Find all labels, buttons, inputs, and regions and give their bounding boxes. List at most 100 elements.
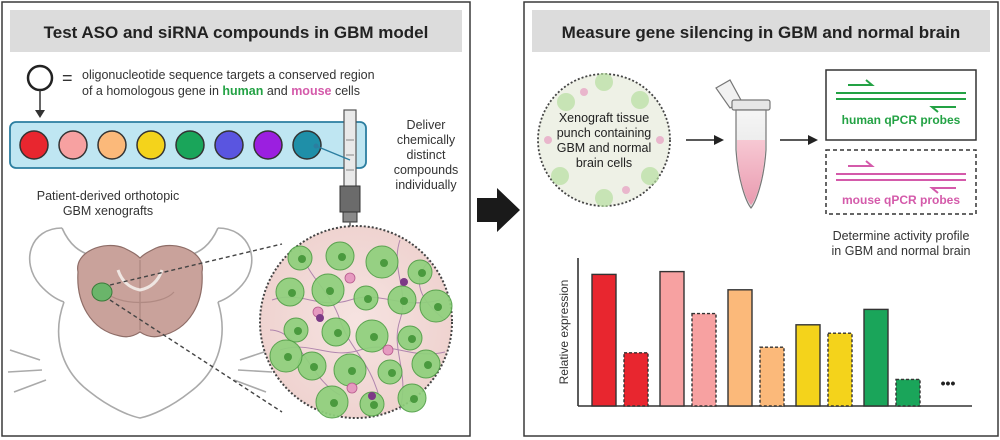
tumor-cell-nucleus [298,255,306,263]
magnified-tissue [259,225,453,419]
neuron-icon [368,392,376,400]
tumor-cell-nucleus [326,287,334,295]
mouse-cell-icon [382,344,394,356]
punch-tumor-cell-icon [557,93,575,111]
legend-line-2: of a homologous gene in human and mouse … [82,84,360,98]
compound-2-icon [58,130,88,160]
chart-bar-8 [827,332,853,407]
deliver-text: Deliver chemically distinct compounds in… [394,118,459,192]
tumor-cell-nucleus [330,399,338,407]
tumor-cell-nucleus [418,269,426,277]
tumor-cell-nucleus [400,297,408,305]
svg-text:distinct: distinct [407,148,446,162]
human-probe-box [825,69,977,141]
right-panel-title: Measure gene silencing in GBM and normal… [562,23,961,42]
tumor-cell-nucleus [294,327,302,335]
tumor-cell-nucleus [370,401,378,409]
tumor-cell-nucleus [334,329,342,337]
punch-tumor-cell-icon [551,167,569,185]
zoom-line-bottom [109,299,283,413]
tissue-punch-border [537,73,671,207]
svg-text:Xenograft tissue: Xenograft tissue [559,111,649,125]
human-reverse-primer-icon [929,106,956,113]
arrow-to-probes-icon [808,135,818,145]
tumor-cell-nucleus [288,289,296,297]
human-forward-primer-icon [848,79,875,86]
chart-bar-7 [795,324,821,407]
left-panel-title: Test ASO and siRNA compounds in GBM mode… [44,23,429,42]
neuron-icon [400,278,408,286]
svg-text:brain cells: brain cells [576,156,632,170]
tumor-cell-nucleus [388,369,396,377]
right-panel-header [532,10,990,52]
punch-tumor-cell-icon [595,73,613,91]
tumor-cell-nucleus [284,353,292,361]
svg-text:GBM and normal: GBM and normal [557,141,651,155]
chart-bar-4 [691,312,717,407]
activity-line-1: Determine activity profile [833,229,970,243]
chart-bar-6 [759,346,785,407]
chart-y-axis-label: Relative expression [557,280,571,385]
chart-bar-2 [623,352,649,407]
punch-tumor-cell-icon [631,91,649,109]
mouse-reverse-primer-icon [929,187,956,194]
mouse-cell-icon [346,382,358,394]
chart-bar-1 [591,273,617,407]
legend-line-1: oligonucleotide sequence targets a conse… [82,68,375,82]
syringe-draw-line [315,145,351,161]
compound-row [19,130,322,160]
svg-text:Deliver: Deliver [407,118,446,132]
tumor-cell-nucleus [310,363,318,371]
tumor-cell-nucleus [424,361,432,369]
punch-mouse-cell-icon [656,136,664,144]
chart-bar-9 [863,308,889,407]
mouse-forward-primer-icon [848,160,875,167]
tumor-cell-nucleus [338,253,346,261]
activity-line-2: in GBM and normal brain [832,244,971,258]
legend-equals: = [62,68,73,88]
brain-slice-icon [77,244,203,338]
panel-transition-arrow-icon [477,188,520,232]
left-panel-header [10,10,462,52]
svg-text:individually: individually [395,178,457,192]
mouse-probe-label: mouse qPCR probes [842,193,960,207]
chart-ellipsis: ••• [941,375,956,391]
xenograft-label-2: GBM xenografts [63,204,153,218]
compound-1-icon [19,130,49,160]
chart-bar-10 [895,378,921,407]
punch-mouse-cell-icon [544,136,552,144]
svg-text:punch containing: punch containing [557,126,652,140]
tumor-cell-nucleus [410,395,418,403]
punch-mouse-cell-icon [622,186,630,194]
arrow-to-tube-icon [714,135,724,145]
tumor-cell-nucleus [408,335,416,343]
compound-3-icon [97,130,127,160]
punch-tumor-cell-icon [641,167,659,185]
tissue-punch: Xenograft tissue punch containing GBM an… [537,73,671,207]
chart-bar-5 [727,289,753,407]
right-panel: Measure gene silencing in GBM and normal… [523,1,999,437]
punch-mouse-cell-icon [580,88,588,96]
compound-8-icon [292,130,322,160]
tumor-site-icon [91,282,113,302]
expression-bar-chart: Relative expression ••• [557,258,972,407]
xenograft-label-1: Patient-derived orthotopic [37,189,179,203]
zoom-line-top [109,243,283,286]
tumor-cell-nucleus [364,295,372,303]
left-panel: Test ASO and siRNA compounds in GBM mode… [1,1,471,437]
tumor-cell-nucleus [380,259,388,267]
svg-text:chemically: chemically [397,133,456,147]
compound-4-icon [136,130,166,160]
punch-tumor-cell-icon [595,189,613,207]
svg-text:compounds: compounds [394,163,459,177]
neuron-icon [316,314,324,322]
tumor-cell-nucleus [348,367,356,375]
compound-6-icon [214,130,244,160]
chart-bar-3 [659,270,685,407]
compound-5-icon [175,130,205,160]
mouse-probe-box [825,149,977,215]
legend-arrow-head-icon [35,110,45,118]
mouse-cell-icon [344,272,356,284]
tumor-cell-nucleus [434,303,442,311]
